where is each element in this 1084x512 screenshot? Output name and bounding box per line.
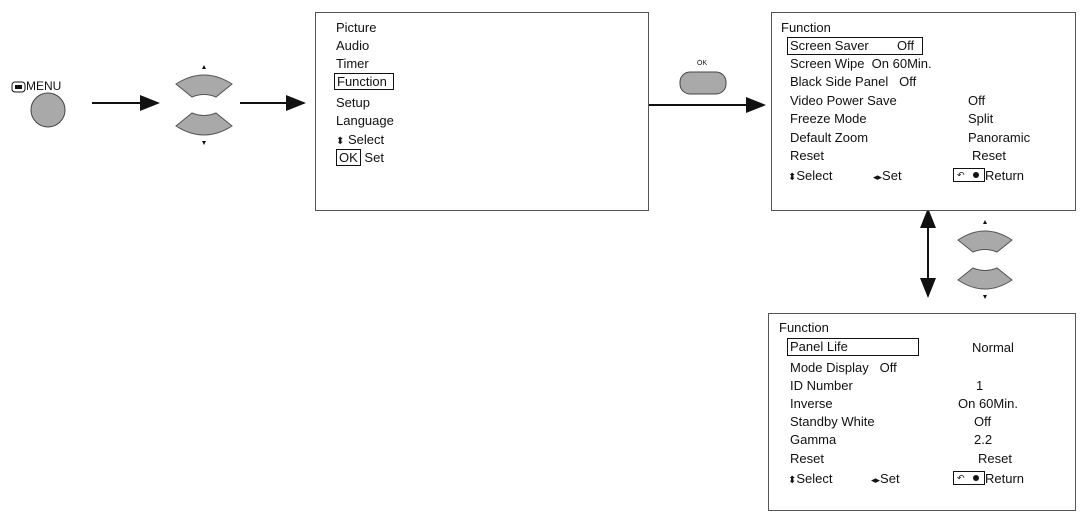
row-default-zoom-value: Panoramic xyxy=(968,130,1031,145)
set-hint: ◂▸Set xyxy=(873,168,902,183)
menu-item-language[interactable]: Language xyxy=(336,113,394,128)
menu-item-function[interactable]: Function xyxy=(334,73,394,90)
row-gamma-value: 2.2 xyxy=(974,432,993,447)
leftright-arrow-icon: ◂▸ xyxy=(873,172,883,182)
ok-key-icon: OK xyxy=(336,149,361,166)
row-reset-value: Reset xyxy=(978,451,1012,466)
row-freeze-mode-value: Split xyxy=(968,111,994,126)
updown-arrow-icon: ⬍ xyxy=(788,475,797,486)
row-reset-label[interactable]: Reset xyxy=(790,451,824,466)
function-title: Function xyxy=(779,320,829,335)
cursor-down-button xyxy=(957,267,1013,290)
row-freeze-mode-label[interactable]: Freeze Mode xyxy=(790,111,867,126)
row-video-power-save-value: Off xyxy=(968,93,986,108)
menu-button-label: MENU xyxy=(26,79,62,93)
row-reset-label[interactable]: Reset xyxy=(790,148,824,163)
menu-item-picture[interactable]: Picture xyxy=(336,20,377,35)
function-menu-page-2: Function Panel Life Normal Mode Display … xyxy=(768,313,1076,511)
row-id-number-label[interactable]: ID Number xyxy=(790,378,853,393)
cursor-up-button xyxy=(957,230,1013,253)
cursor-updown-buttons-right xyxy=(957,220,1013,299)
row-reset-value: Reset xyxy=(972,148,1006,163)
updown-arrow-icon: ⬍ xyxy=(788,172,797,183)
menu-item-audio[interactable]: Audio xyxy=(336,38,370,53)
menu-button xyxy=(30,92,66,128)
row-mode-display[interactable]: Mode Display Off xyxy=(790,360,897,375)
cursor-up-button xyxy=(175,74,233,98)
row-panel-life-label[interactable]: Panel Life xyxy=(787,338,919,356)
select-hint: ⬍Select xyxy=(788,168,833,183)
ok-button-label: OK xyxy=(697,60,708,67)
return-hint: ↶ Return xyxy=(953,168,1024,184)
leftright-arrow-icon: ◂▸ xyxy=(871,475,881,485)
set-hint: OK Set xyxy=(336,149,384,166)
cursor-updown-buttons-left xyxy=(175,65,233,145)
cursor-down-button xyxy=(175,112,233,136)
select-hint: ⬍Select xyxy=(788,471,833,486)
select-hint: ⬍ Select xyxy=(336,132,385,147)
row-default-zoom-label[interactable]: Default Zoom xyxy=(790,130,869,145)
return-icon: ↶ xyxy=(953,168,985,182)
menu-item-timer[interactable]: Timer xyxy=(336,56,369,71)
row-id-number-value: 1 xyxy=(976,378,984,393)
row-standby-white-label[interactable]: Standby White xyxy=(790,414,875,429)
ok-button xyxy=(679,71,727,95)
return-hint: ↶ Return xyxy=(953,471,1024,487)
updown-arrow-icon: ⬍ xyxy=(336,136,345,147)
row-panel-life-value: Normal xyxy=(972,340,1014,355)
row-screen-wipe[interactable]: Screen Wipe On 60Min. xyxy=(790,56,932,71)
row-video-power-save-label[interactable]: Video Power Save xyxy=(790,93,897,108)
return-icon: ↶ xyxy=(953,471,985,485)
function-title: Function xyxy=(781,20,831,35)
set-hint: ◂▸Set xyxy=(871,471,900,486)
row-standby-white-value: Off xyxy=(974,414,992,429)
row-gamma-label[interactable]: Gamma xyxy=(790,432,837,447)
main-menu-panel: Picture Audio Timer Function Setup Langu… xyxy=(315,12,649,211)
menu-item-setup[interactable]: Setup xyxy=(336,95,370,110)
row-inverse-value: On 60Min. xyxy=(958,396,1018,411)
row-inverse-label[interactable]: Inverse xyxy=(790,396,833,411)
row-black-side-panel[interactable]: Black Side Panel Off xyxy=(790,74,917,89)
